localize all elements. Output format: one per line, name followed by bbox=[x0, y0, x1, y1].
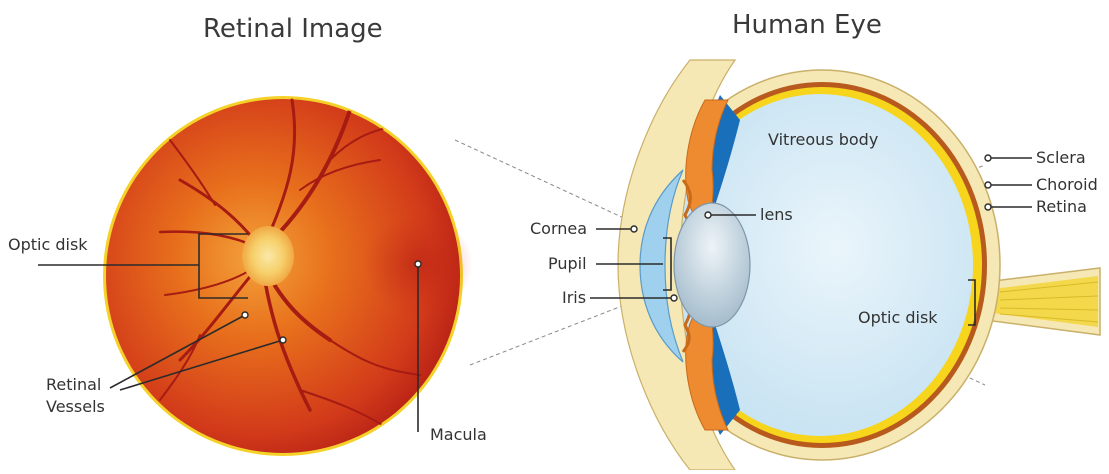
human-eye-title: Human Eye bbox=[732, 10, 882, 40]
lens bbox=[674, 203, 750, 327]
iris-label: Iris bbox=[562, 289, 586, 307]
human-eye bbox=[618, 60, 1100, 470]
lens-label: lens bbox=[760, 206, 793, 224]
pupil-label: Pupil bbox=[548, 255, 587, 273]
macula-label: Macula bbox=[430, 426, 487, 444]
vitreous-body-label: Vitreous body bbox=[768, 131, 878, 149]
sclera-label: Sclera bbox=[1036, 149, 1086, 167]
retina-label: Retina bbox=[1036, 198, 1087, 216]
optic-disk-label: Optic disk bbox=[8, 236, 88, 254]
eye-optic-disk-label: Optic disk bbox=[858, 309, 938, 327]
optic-disc bbox=[242, 226, 294, 286]
retinal-image-title: Retinal Image bbox=[203, 14, 383, 44]
cornea-label: Cornea bbox=[530, 220, 587, 238]
retinal-vessels-label-line2: Vessels bbox=[46, 398, 105, 416]
choroid-label: Choroid bbox=[1036, 176, 1098, 194]
retinal-vessels-label-line1: Retinal bbox=[46, 376, 101, 394]
